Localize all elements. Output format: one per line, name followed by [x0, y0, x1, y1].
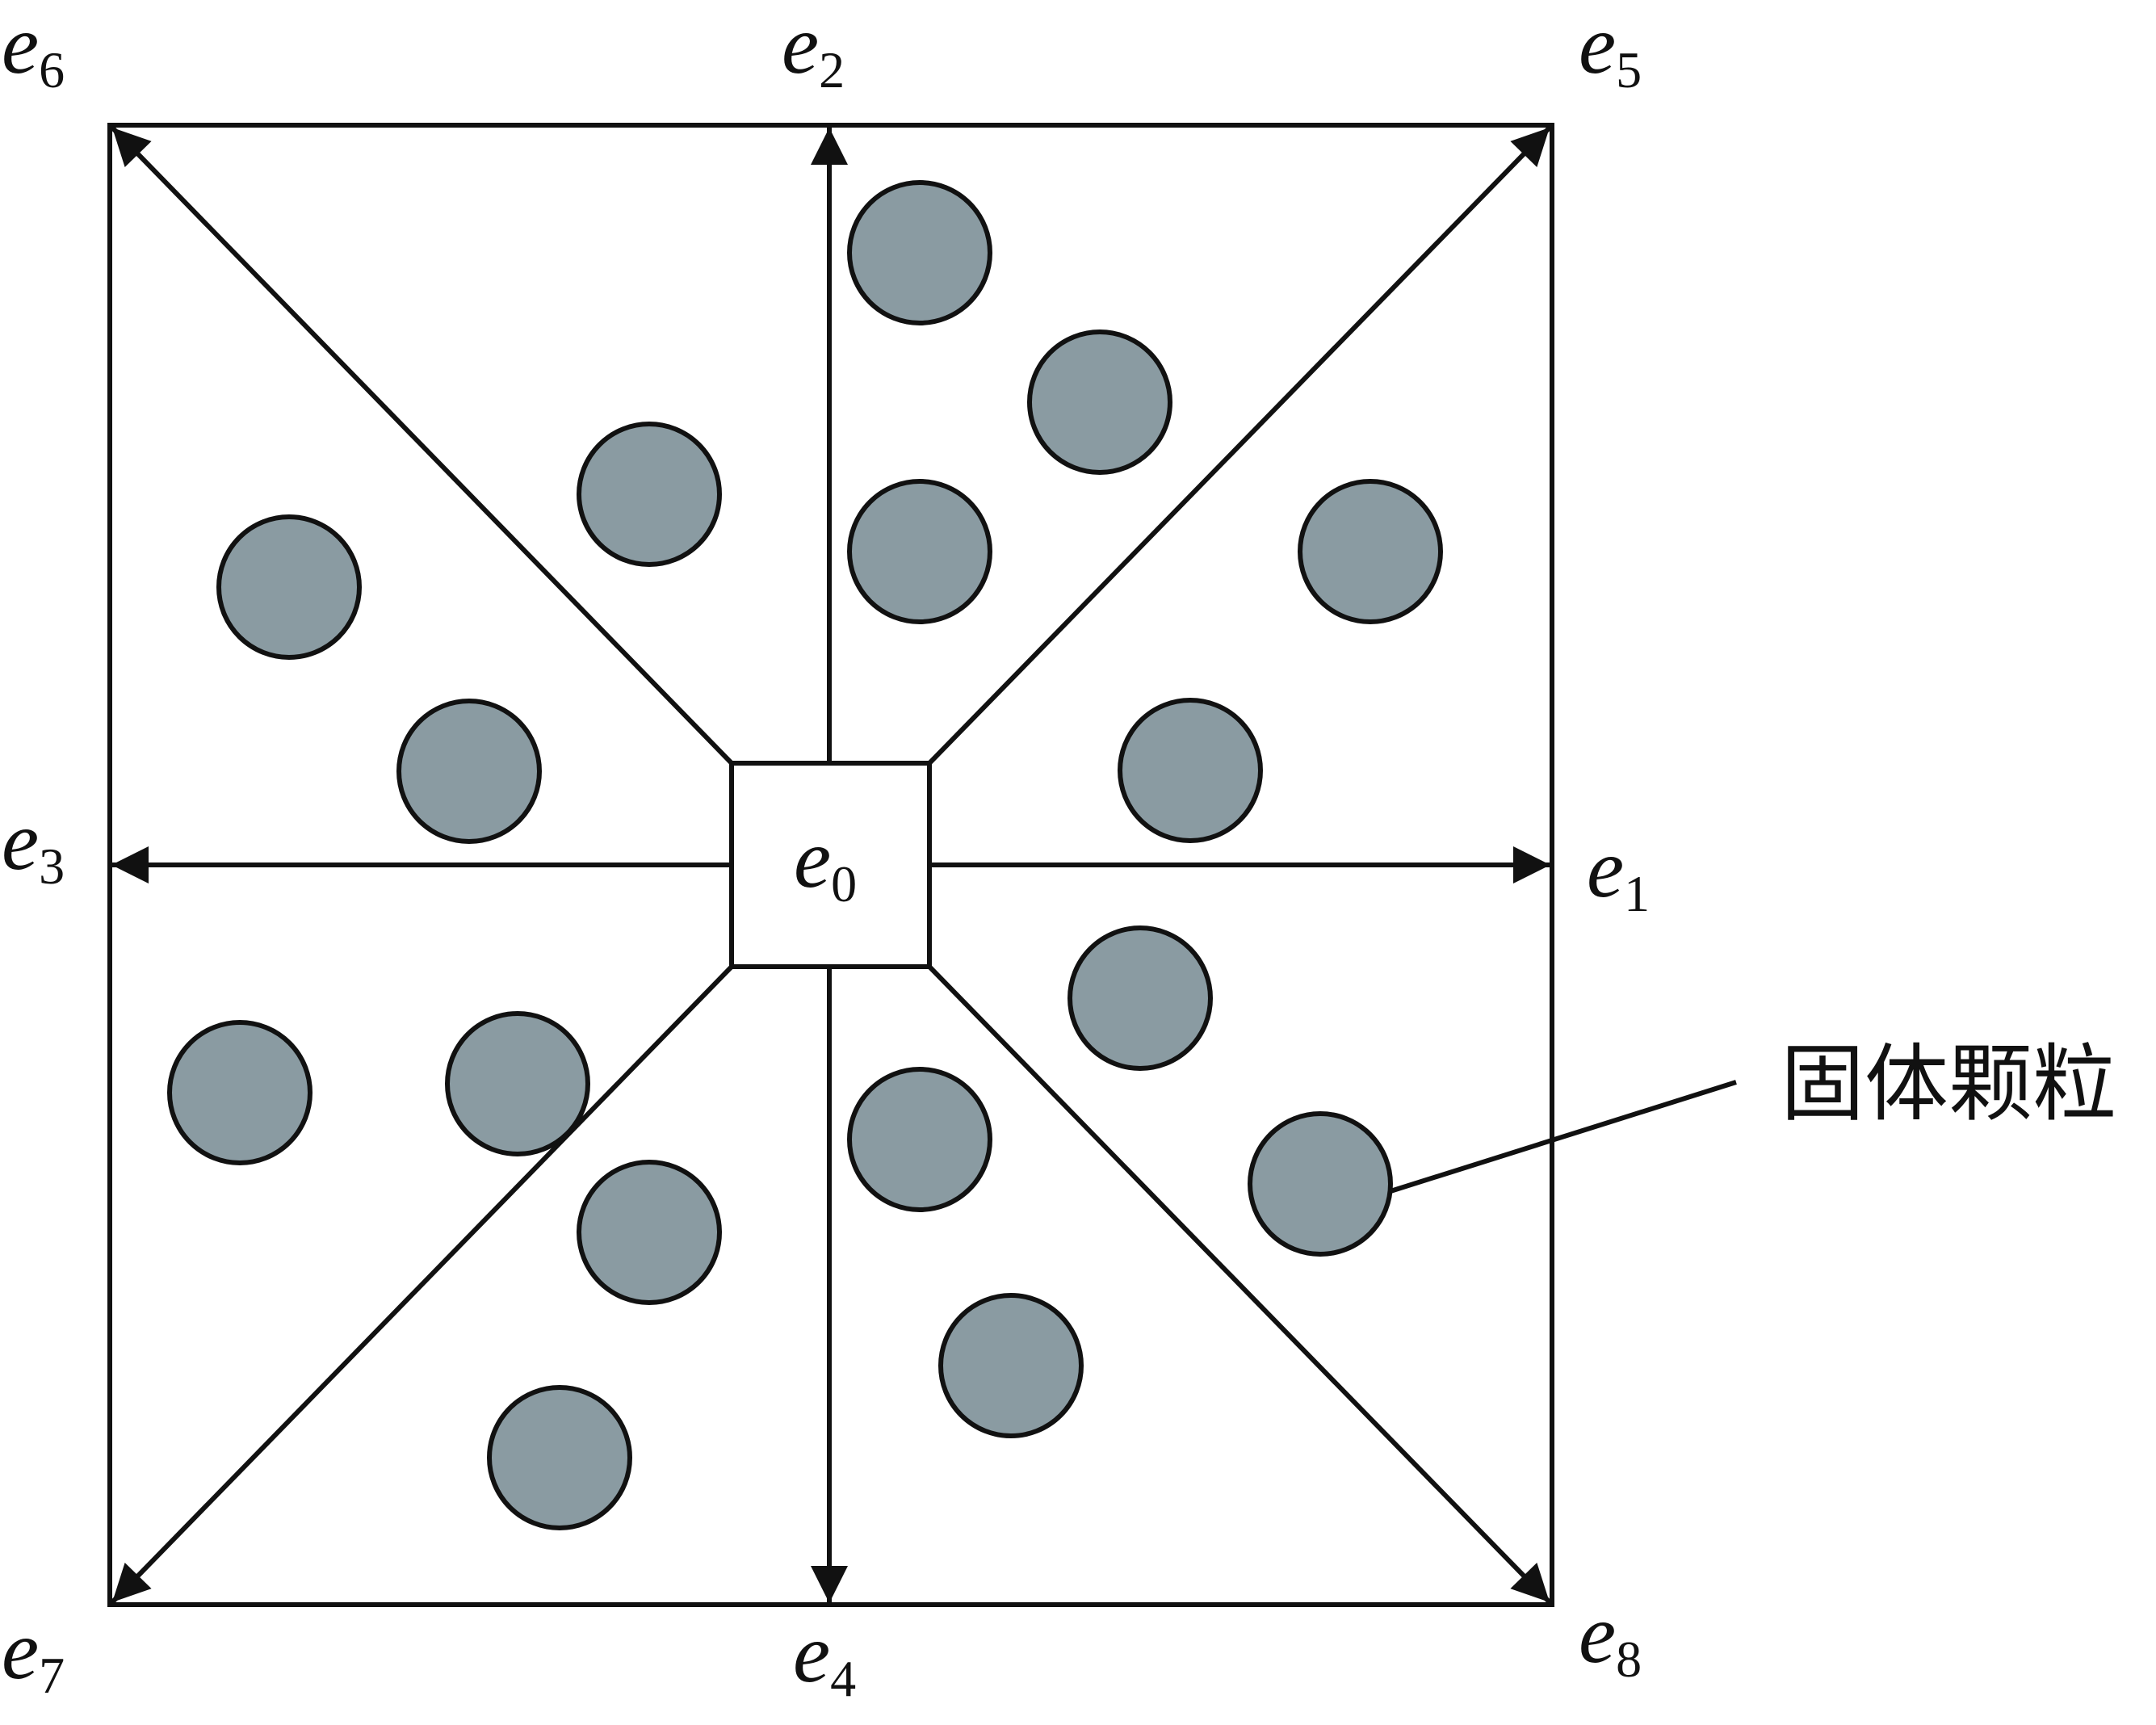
particle-15 — [938, 1293, 1084, 1438]
label-e1-letter: e — [1587, 822, 1624, 915]
particle-11 — [167, 1020, 312, 1165]
label-e5-letter: e — [1579, 0, 1616, 91]
label-e6-subscript: 6 — [39, 41, 65, 99]
outer-frame — [107, 123, 1554, 1607]
vector-e6 — [110, 125, 734, 766]
particle-1 — [847, 180, 992, 325]
particle-14 — [577, 1160, 722, 1305]
particle-2 — [1027, 329, 1172, 475]
particle-8 — [396, 699, 542, 844]
label-e4-subscript: 4 — [830, 1650, 856, 1707]
vector-e7 — [110, 964, 734, 1605]
label-e7-subscript: 7 — [39, 1647, 65, 1704]
label-e8-letter: e — [1579, 1588, 1616, 1681]
label-e7: e7 — [2, 1604, 65, 1704]
label-e5-subscript: 5 — [1616, 41, 1642, 99]
label-e3-subscript: 3 — [39, 837, 65, 895]
center-label-subscript: 0 — [831, 855, 857, 913]
particle-3 — [847, 479, 992, 624]
label-e8-subscript: 8 — [1616, 1631, 1642, 1688]
label-e7-letter: e — [2, 1604, 39, 1697]
particle-6 — [577, 422, 722, 567]
label-e5: e5 — [1579, 0, 1642, 99]
callout-leader-line — [1390, 1080, 1737, 1194]
particle-5 — [1118, 698, 1263, 843]
callout-label: 固体颗粒 — [1781, 1035, 2116, 1133]
label-e6: e6 — [2, 0, 65, 99]
label-e3: e3 — [2, 795, 65, 895]
particle-12 — [445, 1011, 590, 1156]
label-e3-letter: e — [2, 795, 39, 888]
particle-10 — [1248, 1111, 1393, 1257]
solid-particles — [167, 180, 1443, 1530]
particle-9 — [1068, 925, 1213, 1071]
label-e2: e2 — [782, 0, 845, 99]
particle-4 — [1298, 479, 1443, 624]
center-label: e0 — [794, 812, 857, 913]
label-e4-letter: e — [793, 1607, 830, 1700]
particle-13 — [847, 1067, 992, 1212]
label-e6-letter: e — [2, 0, 39, 91]
vector-e8 — [927, 964, 1552, 1605]
label-e1: e1 — [1587, 822, 1650, 922]
label-e2-subscript: 2 — [819, 41, 845, 99]
vector-e5 — [927, 125, 1552, 766]
label-e8: e8 — [1579, 1588, 1642, 1688]
direction-vectors — [110, 125, 1552, 1605]
label-e4: e4 — [793, 1607, 856, 1707]
label-e2-letter: e — [782, 0, 819, 91]
label-e1-subscript: 1 — [1624, 865, 1650, 922]
center-label-letter: e — [794, 812, 831, 905]
particle-7 — [216, 514, 362, 660]
particle-16 — [487, 1385, 632, 1530]
